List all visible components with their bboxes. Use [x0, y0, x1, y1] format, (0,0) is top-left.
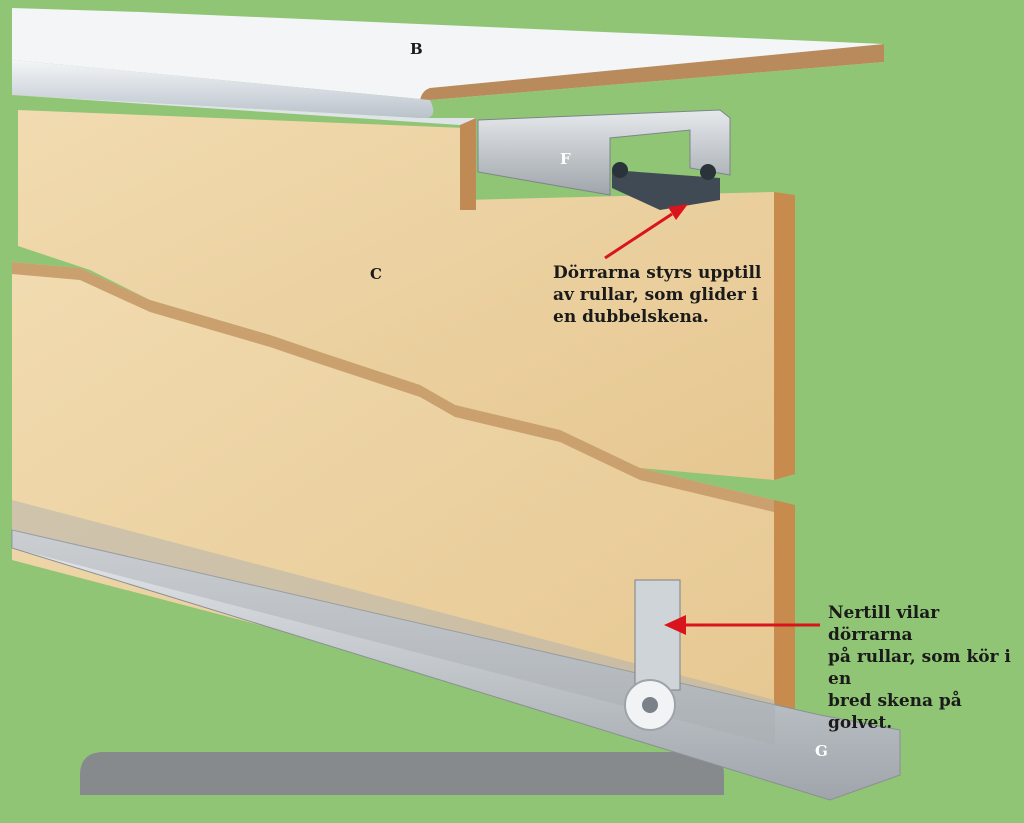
upper-roller-left	[612, 162, 628, 178]
top-bracket-wood	[460, 118, 476, 210]
label-g: G	[815, 742, 828, 760]
upper-door-panel	[18, 110, 774, 480]
lower-door-panel	[12, 262, 774, 760]
top-callout-arrowhead	[668, 204, 688, 220]
lower-door-edge	[774, 500, 795, 760]
top-callout-arrow	[604, 212, 673, 260]
bottom-callout-arrowhead	[664, 615, 686, 635]
callout-bottom-rollers: Nertill vilar dörrarna på rullar, som kö…	[828, 603, 1011, 733]
upper-rail	[477, 109, 731, 196]
background-panel-inner	[80, 795, 724, 823]
label-c: C	[370, 265, 382, 283]
upper-roller-right	[700, 164, 716, 180]
floor-rail-shadow	[12, 500, 775, 745]
label-f: F	[560, 150, 571, 168]
lower-door-top-edge	[12, 262, 774, 512]
lower-roller-hub	[642, 697, 658, 713]
floor-rail	[11, 529, 901, 801]
cabinet-top-edge	[419, 44, 884, 110]
upper-roller-bracket	[612, 170, 720, 210]
callout-top-rollers: Dörrarna styrs upptill av rullar, som gl…	[553, 263, 762, 327]
upper-door-edge	[774, 192, 795, 480]
lower-roller-bracket	[634, 579, 681, 691]
cabinet-top-front	[12, 60, 434, 119]
label-b: B	[410, 40, 423, 58]
